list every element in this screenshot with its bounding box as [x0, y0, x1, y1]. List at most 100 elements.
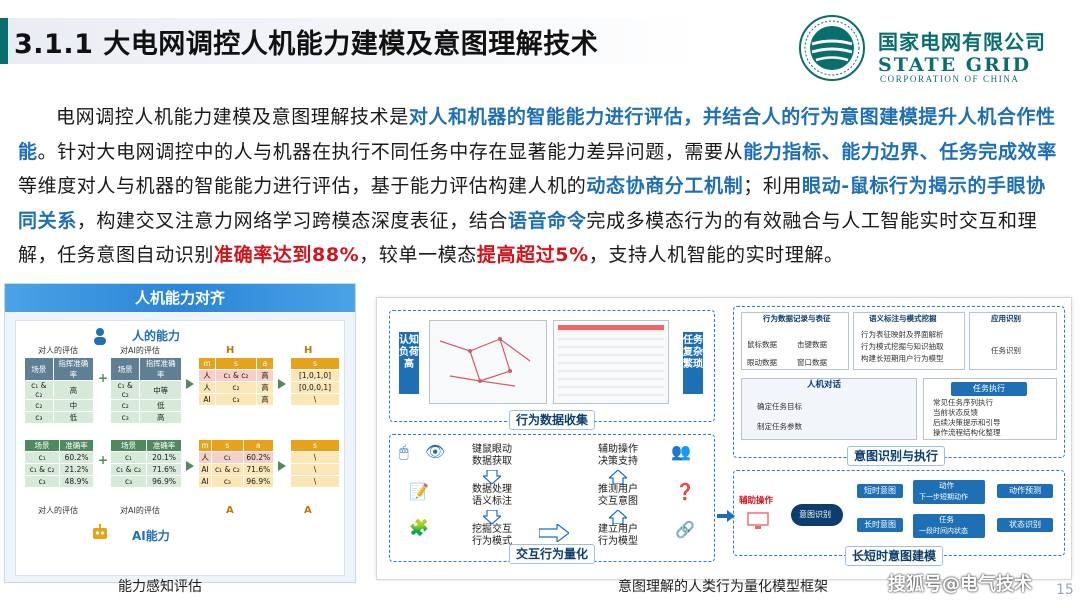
- ai-eval-label: 对AI的评估: [120, 346, 160, 355]
- table-cell: 场景: [23, 439, 61, 452]
- letter-h: H: [304, 345, 313, 356]
- behavior-quantify-title: 交互行为量化: [509, 544, 596, 564]
- table-cell: c₂: [109, 399, 141, 412]
- para-text: ，较单一模态: [359, 244, 477, 266]
- arrow-right-icon: [717, 510, 735, 522]
- table-cell: c₁: [211, 451, 244, 464]
- table-cell: c₁: [109, 451, 148, 464]
- data-item: 击键数据: [797, 340, 827, 349]
- table-cell: c₃: [24, 411, 54, 424]
- watermark-text: 搜狐号@电气技术: [888, 574, 1032, 595]
- table-cell: s: [211, 439, 244, 452]
- table-cell: AI: [197, 393, 217, 406]
- table-cell: 准确率: [146, 439, 182, 452]
- para-text: 电网调控人机能力建模及意图理解技术是: [56, 106, 409, 128]
- task-card: [913, 514, 985, 538]
- table-cell: s: [215, 357, 257, 370]
- table-cell: 96.9%: [146, 475, 182, 488]
- table-cell: s: [290, 357, 340, 370]
- short-intent-chip: 短时意图: [857, 484, 903, 498]
- table-cell: c₁: [23, 451, 61, 464]
- human-dialog-card: [741, 378, 917, 440]
- table-cell: c₁ & c₂: [215, 369, 257, 382]
- robot-icon: [93, 524, 107, 539]
- table-cell: 71.6%: [242, 463, 275, 476]
- people-icon: 👥: [671, 442, 691, 461]
- right-figure-caption: 意图理解的人类行为量化模型框架: [618, 579, 828, 595]
- arrow-up-icon: [609, 470, 627, 484]
- table-cell: c₃: [109, 411, 141, 424]
- para-text: 完成多模态行为的有效融合与人工智能实时交互和理解，任务意图自动识别: [18, 209, 1038, 267]
- person-icon: [94, 328, 106, 345]
- task-ident-label: 任务识别: [991, 346, 1021, 355]
- logo-english-subname: CORPORATION OF CHINA: [880, 74, 1020, 84]
- semantic-card: [853, 312, 965, 370]
- intent-recog-label: 意图识别: [799, 510, 831, 519]
- step-mine-pattern: 挖掘交互行为模式: [472, 524, 512, 547]
- table-cell: 高: [255, 381, 275, 394]
- table-cell: c₃: [211, 475, 244, 488]
- dialog-item: 确定任务目标: [757, 402, 802, 411]
- table-cell: 人: [197, 381, 217, 394]
- table-cell: 低: [139, 399, 182, 412]
- dialog-item: 制定任务参数: [757, 422, 802, 431]
- state-recog-chip: 状态识别: [997, 518, 1053, 532]
- semantic-item: 行为模式挖掘与知识抽取: [861, 342, 944, 351]
- long-short-box: [733, 470, 1065, 556]
- pattern-icon: 🧩: [409, 518, 429, 537]
- page-number: 15: [1056, 582, 1074, 598]
- table-cell: 60.2%: [242, 451, 275, 464]
- data-item: 眼动数据: [747, 358, 777, 367]
- action-predict-chip: 动作预测: [997, 484, 1053, 498]
- semantic-title: 语义标注与模式挖掘: [869, 314, 937, 323]
- table-cell: [0,0,0,1]: [290, 381, 340, 394]
- table-cell: c₁ & c₂: [24, 380, 54, 400]
- table-cell: \: [290, 475, 340, 488]
- table-cell: 中: [52, 399, 95, 412]
- para-highlight-red: 准确率达到88%: [214, 244, 360, 266]
- table-cell: 场景: [109, 357, 141, 381]
- table-cell: a: [255, 357, 275, 370]
- table-cell: AI: [197, 463, 213, 476]
- table-cell: 高: [52, 380, 95, 400]
- table-cell: \: [290, 463, 340, 476]
- table-cell: 指挥准确率: [139, 357, 182, 381]
- task-exec-chip: 任务执行: [951, 382, 1027, 396]
- human-eval-label: 对人的评估: [38, 346, 78, 355]
- semantic-item: 构建长短期用户行为模型: [861, 354, 944, 363]
- table-cell: 高: [255, 369, 275, 382]
- table-cell: 场景: [24, 357, 54, 381]
- para-highlight: 动态协商分工机制: [586, 175, 744, 197]
- table-cell: c₁ & c₂: [23, 463, 61, 476]
- arrow-down-icon: [483, 510, 501, 524]
- arrow-down-icon: [483, 470, 501, 484]
- arrow-right-icon: [186, 461, 194, 471]
- left-figure-caption: 能力感知评估: [118, 579, 202, 595]
- human-dialog-title: 人机对话: [807, 380, 842, 390]
- table-cell: \: [290, 393, 340, 406]
- letter-a: A: [304, 505, 312, 516]
- table-cell: 低: [52, 411, 95, 424]
- table-cell: 场景: [109, 439, 148, 452]
- long-short-title: 长短时意图建模: [845, 546, 944, 566]
- data-collection-title: 行为数据收集: [509, 410, 596, 430]
- para-highlight: 眼动-鼠标行为揭示的手眼协同关系: [18, 175, 1046, 232]
- para-highlight: 能力指标、能力边界、任务完成效率: [743, 140, 1057, 163]
- plus-icon: +: [98, 371, 109, 385]
- table-cell: c₃: [109, 475, 148, 488]
- exec-item: 操作流程结构化整理: [933, 428, 1001, 437]
- table-cell: m: [197, 357, 217, 370]
- long-intent-chip: 长时意图: [857, 518, 903, 532]
- table-cell: 中等: [139, 380, 182, 400]
- state-vector-table-h: s [1,0,1,0] [0,0,0,1] \: [290, 357, 340, 406]
- plus-icon: +: [98, 453, 109, 467]
- table-cell: 高: [255, 393, 275, 406]
- step-infer-intent: 推测用户交互意图: [598, 484, 638, 507]
- table-cell: m: [197, 439, 213, 452]
- letter-a: A: [226, 505, 234, 516]
